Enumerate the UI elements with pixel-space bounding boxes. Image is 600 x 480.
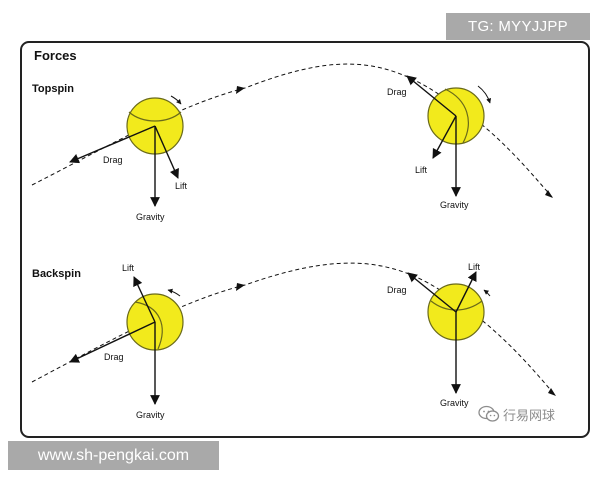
drag-label: Drag bbox=[104, 352, 124, 362]
lift-label: Lift bbox=[468, 262, 481, 272]
spin-arrow bbox=[167, 288, 181, 297]
drag-vector bbox=[406, 75, 457, 117]
diagram-title: Forces bbox=[34, 48, 77, 63]
spin-arrow bbox=[483, 289, 491, 297]
lift-label: Lift bbox=[175, 181, 188, 191]
backspin-label: Backspin bbox=[32, 268, 81, 280]
drag-vector bbox=[69, 125, 156, 164]
topspin-ball-right: Drag Lift Gravity bbox=[387, 75, 492, 210]
lift-vector bbox=[432, 115, 457, 159]
backspin-ball-right: Drag Lift Gravity bbox=[387, 262, 491, 408]
lift-label: Lift bbox=[122, 263, 135, 273]
gravity-label: Gravity bbox=[440, 398, 469, 408]
topspin-ball-left: Drag Lift Gravity bbox=[69, 95, 188, 222]
gravity-label: Gravity bbox=[136, 212, 165, 222]
drag-vector bbox=[69, 321, 156, 363]
trajectory-arrowhead bbox=[236, 283, 245, 291]
ball-seam bbox=[430, 300, 483, 311]
spin-arrow bbox=[170, 95, 182, 105]
trajectory-arrowhead bbox=[545, 190, 553, 198]
lift-vector bbox=[154, 125, 179, 179]
lift-vector bbox=[133, 276, 156, 323]
wechat-account-label: 行易网球 bbox=[503, 407, 556, 423]
lift-label: Lift bbox=[415, 165, 428, 175]
gravity-label: Gravity bbox=[440, 200, 469, 210]
ball-seam bbox=[128, 111, 182, 122]
drag-label: Drag bbox=[103, 155, 123, 165]
spin-arrow bbox=[477, 85, 492, 104]
website-url-badge: www.sh-pengkai.com bbox=[8, 441, 219, 470]
drag-label: Drag bbox=[387, 285, 407, 295]
trajectory-arrowhead bbox=[236, 86, 245, 94]
tg-watermark-badge: TG: MYYJJPP bbox=[446, 13, 590, 40]
ball-seam bbox=[444, 88, 469, 144]
trajectory-arrowhead bbox=[548, 388, 556, 396]
topspin-label: Topspin bbox=[32, 83, 74, 95]
backspin-ball-left: Drag Lift Gravity bbox=[69, 263, 184, 420]
drag-vector bbox=[407, 272, 457, 313]
drag-label: Drag bbox=[387, 87, 407, 97]
lift-vector bbox=[455, 271, 477, 313]
diagram-frame bbox=[20, 41, 590, 438]
gravity-label: Gravity bbox=[136, 410, 165, 420]
ball-seam bbox=[134, 301, 163, 350]
wechat-icon bbox=[478, 405, 500, 422]
wechat-watermark: 行易网球 bbox=[478, 404, 555, 424]
